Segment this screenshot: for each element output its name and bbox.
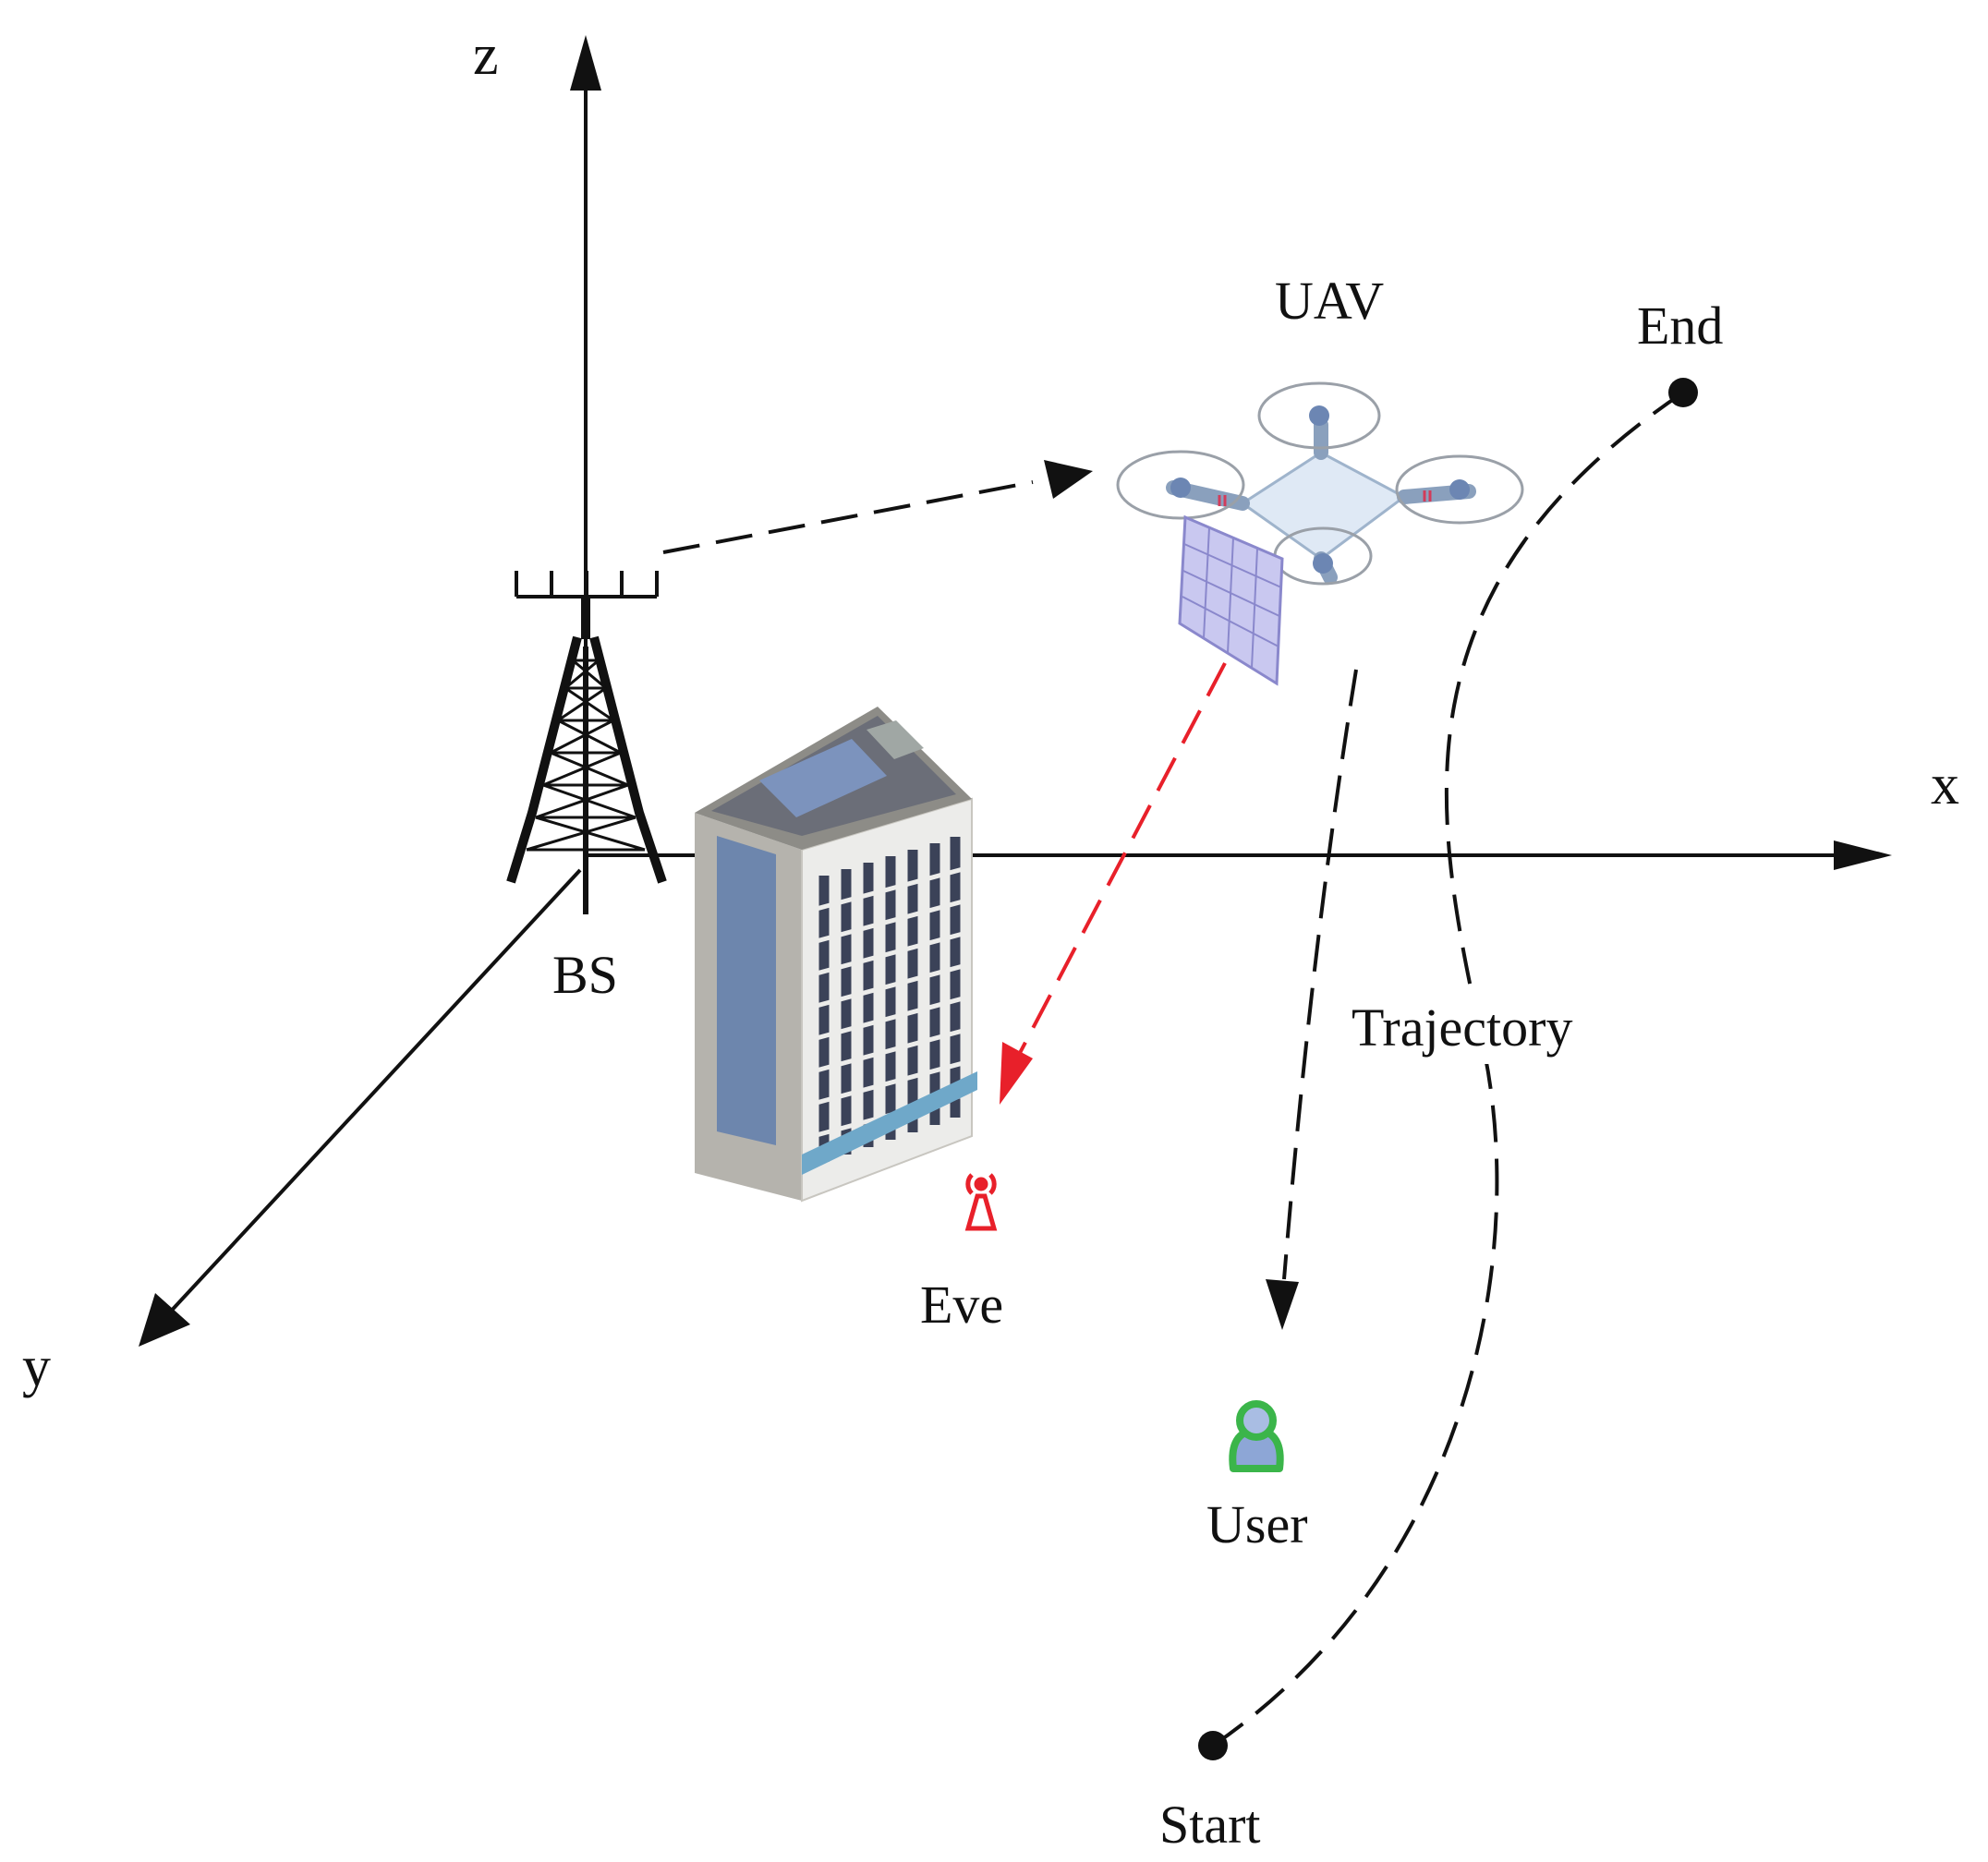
uav-antenna-panel <box>1178 514 1284 686</box>
rotor-top <box>1257 381 1381 450</box>
uav-eve-link <box>1000 662 1227 1105</box>
end-label: End <box>1637 296 1723 356</box>
trajectory-end-point <box>1668 378 1698 407</box>
bs-uav-arrowhead <box>1044 460 1093 499</box>
bs-uav-link <box>662 460 1093 554</box>
user-label: User <box>1206 1494 1308 1554</box>
building-windows <box>818 837 961 1162</box>
antenna-array <box>515 571 659 598</box>
y-axis-arrowhead <box>139 1293 190 1347</box>
uav-user-link <box>1266 669 1358 1330</box>
uav-icon <box>1116 381 1524 686</box>
y-axis <box>164 868 582 1318</box>
rotor-right <box>1395 454 1524 525</box>
z-axis-label: z <box>473 24 499 87</box>
building-icon <box>695 707 977 1203</box>
start-label: Start <box>1159 1795 1261 1855</box>
uav-label: UAV <box>1275 271 1384 331</box>
x-axis-label: x <box>1931 754 1959 816</box>
trajectory-label: Trajectory <box>1352 998 1572 1058</box>
rotor-left <box>1116 450 1245 520</box>
x-axis-arrowhead <box>1834 840 1892 870</box>
base-station-icon <box>506 571 667 914</box>
eve-antenna-icon <box>964 1173 998 1231</box>
user-icon <box>1229 1400 1284 1472</box>
trajectory-start-point <box>1198 1731 1228 1760</box>
bs-label: BS <box>552 945 618 1005</box>
uav-trajectory <box>1198 378 1698 1760</box>
y-axis-label: y <box>22 1336 51 1398</box>
coordinate-axes <box>139 35 1892 1347</box>
uav-eve-arrowhead <box>1000 1042 1033 1105</box>
z-axis-arrowhead <box>570 35 601 91</box>
eve-label: Eve <box>920 1275 1003 1335</box>
uav-user-arrowhead <box>1266 1279 1299 1330</box>
